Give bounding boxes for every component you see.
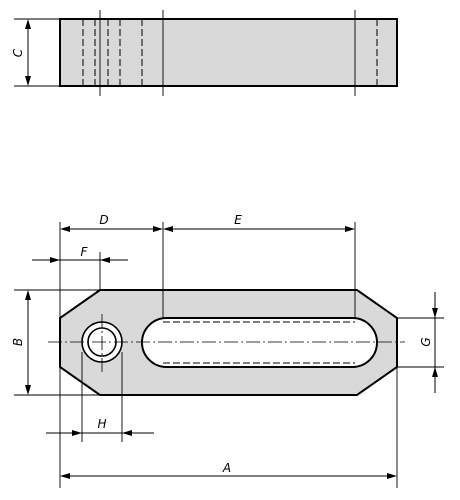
dimension-a-arrow [387, 473, 397, 479]
elongated-slot [141, 317, 378, 368]
dimension-g-label: G [419, 337, 433, 346]
dimension-h-arrow [72, 430, 82, 436]
dimension-b-arrow [25, 290, 31, 300]
dimension-d-arrow [60, 226, 70, 232]
dimension-g-arrow [432, 308, 438, 318]
dimension-d-arrow [153, 226, 163, 232]
dimension-f-arrow [100, 257, 110, 263]
dimension-c-label: C [11, 48, 25, 57]
side-view-body [59, 18, 398, 87]
dimension-f-arrow [50, 257, 60, 263]
dimension-g-arrow [432, 367, 438, 377]
dimension-h-label: H [97, 417, 106, 431]
dimension-h-arrow [122, 430, 132, 436]
dimension-e-arrow [345, 226, 355, 232]
dimension-c-arrow [25, 76, 31, 86]
dimension-e-label: E [234, 213, 242, 227]
top-view: D E F B G H A [11, 213, 444, 488]
dimension-f-label: F [81, 245, 89, 259]
dimension-b-label: B [11, 338, 25, 346]
dimension-b-arrow [25, 385, 31, 395]
dimension-a-arrow [60, 473, 70, 479]
dimension-a-label: A [222, 461, 231, 475]
side-view: C [11, 10, 398, 96]
dimension-d-label: D [99, 213, 108, 227]
dimension-c-arrow [25, 19, 31, 29]
dimension-e-arrow [163, 226, 173, 232]
